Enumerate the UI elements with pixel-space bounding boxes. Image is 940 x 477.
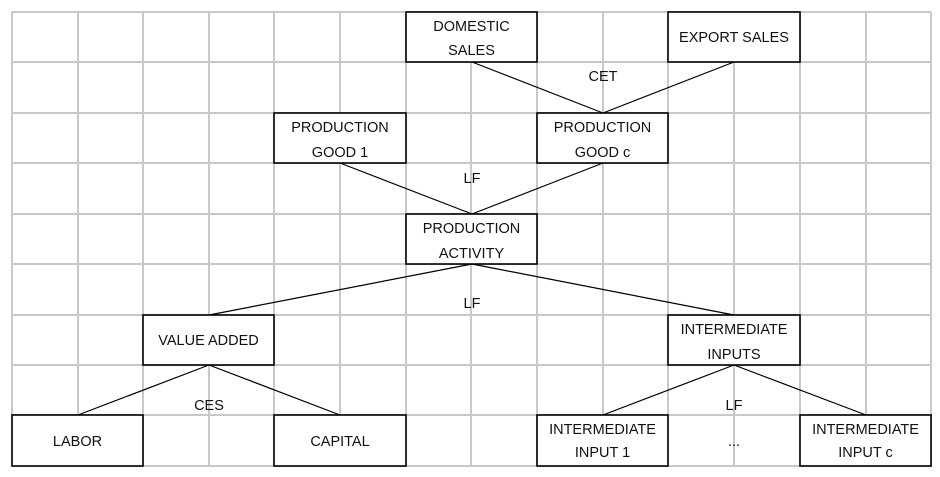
node-intermediate-inputs: INTERMEDIATE INPUTS	[667, 314, 801, 366]
node-intermediate-input-c-line-1: INTERMEDIATE	[812, 422, 919, 438]
node-intermediate-input-1: INTERMEDIATE INPUT 1	[536, 414, 669, 467]
node-intermediate-input-1-line-2: INPUT 1	[575, 445, 630, 461]
label-lf-inputs: LF	[726, 398, 743, 414]
edge-value-added-to-labor	[77, 364, 210, 416]
node-domestic-sales: DOMESTIC SALES	[405, 11, 538, 63]
node-intermediate-input-1-line-1: INTERMEDIATE	[549, 422, 656, 438]
node-production-good-c-line-1: PRODUCTION	[554, 120, 651, 136]
node-intermediate-inputs-line-2: INPUTS	[707, 347, 760, 363]
node-value-added: VALUE ADDED	[142, 314, 275, 366]
edge-activity-to-intermediate-inputs	[471, 263, 735, 316]
label-lf-activity: LF	[464, 296, 481, 312]
node-production-activity-line-1: PRODUCTION	[423, 221, 520, 237]
edge-export-to-good-c	[602, 61, 735, 114]
edge-value-added-to-capital	[208, 364, 341, 416]
node-production-activity: PRODUCTION ACTIVITY	[405, 213, 538, 265]
edge-inputs-to-input-1	[602, 364, 735, 416]
label-ces: CES	[194, 398, 224, 414]
node-export-sales-label: EXPORT SALES	[679, 30, 789, 46]
connector-lines	[77, 61, 867, 416]
node-labor: LABOR	[11, 414, 144, 467]
edge-good-1-to-activity	[339, 162, 473, 215]
node-export-sales: EXPORT SALES	[667, 11, 801, 63]
edge-inputs-to-input-c	[733, 364, 867, 416]
edge-labels: CET LF LF CES LF	[194, 69, 743, 414]
node-production-activity-line-2: ACTIVITY	[439, 246, 505, 262]
node-production-good-1-line-2: GOOD 1	[312, 145, 368, 161]
edge-activity-to-value-added	[208, 263, 473, 316]
node-intermediate-input-c: INTERMEDIATE INPUT c	[799, 414, 932, 467]
node-labor-label: LABOR	[53, 434, 102, 450]
node-intermediate-input-c-line-2: INPUT c	[838, 445, 893, 461]
node-production-good-c: PRODUCTION GOOD c	[536, 112, 669, 164]
node-production-good-1: PRODUCTION GOOD 1	[273, 112, 407, 164]
node-intermediate-inputs-line-1: INTERMEDIATE	[681, 322, 788, 338]
node-domestic-sales-line-2: SALES	[448, 43, 495, 59]
edge-good-c-to-activity	[471, 162, 604, 215]
node-value-added-label: VALUE ADDED	[158, 333, 258, 349]
edge-domestic-to-good-c	[471, 61, 604, 114]
label-lf-goods: LF	[464, 171, 481, 187]
node-domestic-sales-line-1: DOMESTIC	[433, 19, 510, 35]
label-cet: CET	[589, 69, 618, 85]
node-capital-label: CAPITAL	[310, 434, 369, 450]
node-production-good-1-line-1: PRODUCTION	[291, 120, 388, 136]
node-capital: CAPITAL	[273, 414, 407, 467]
node-production-good-c-line-2: GOOD c	[575, 145, 631, 161]
ellipsis-label: ...	[728, 434, 740, 450]
